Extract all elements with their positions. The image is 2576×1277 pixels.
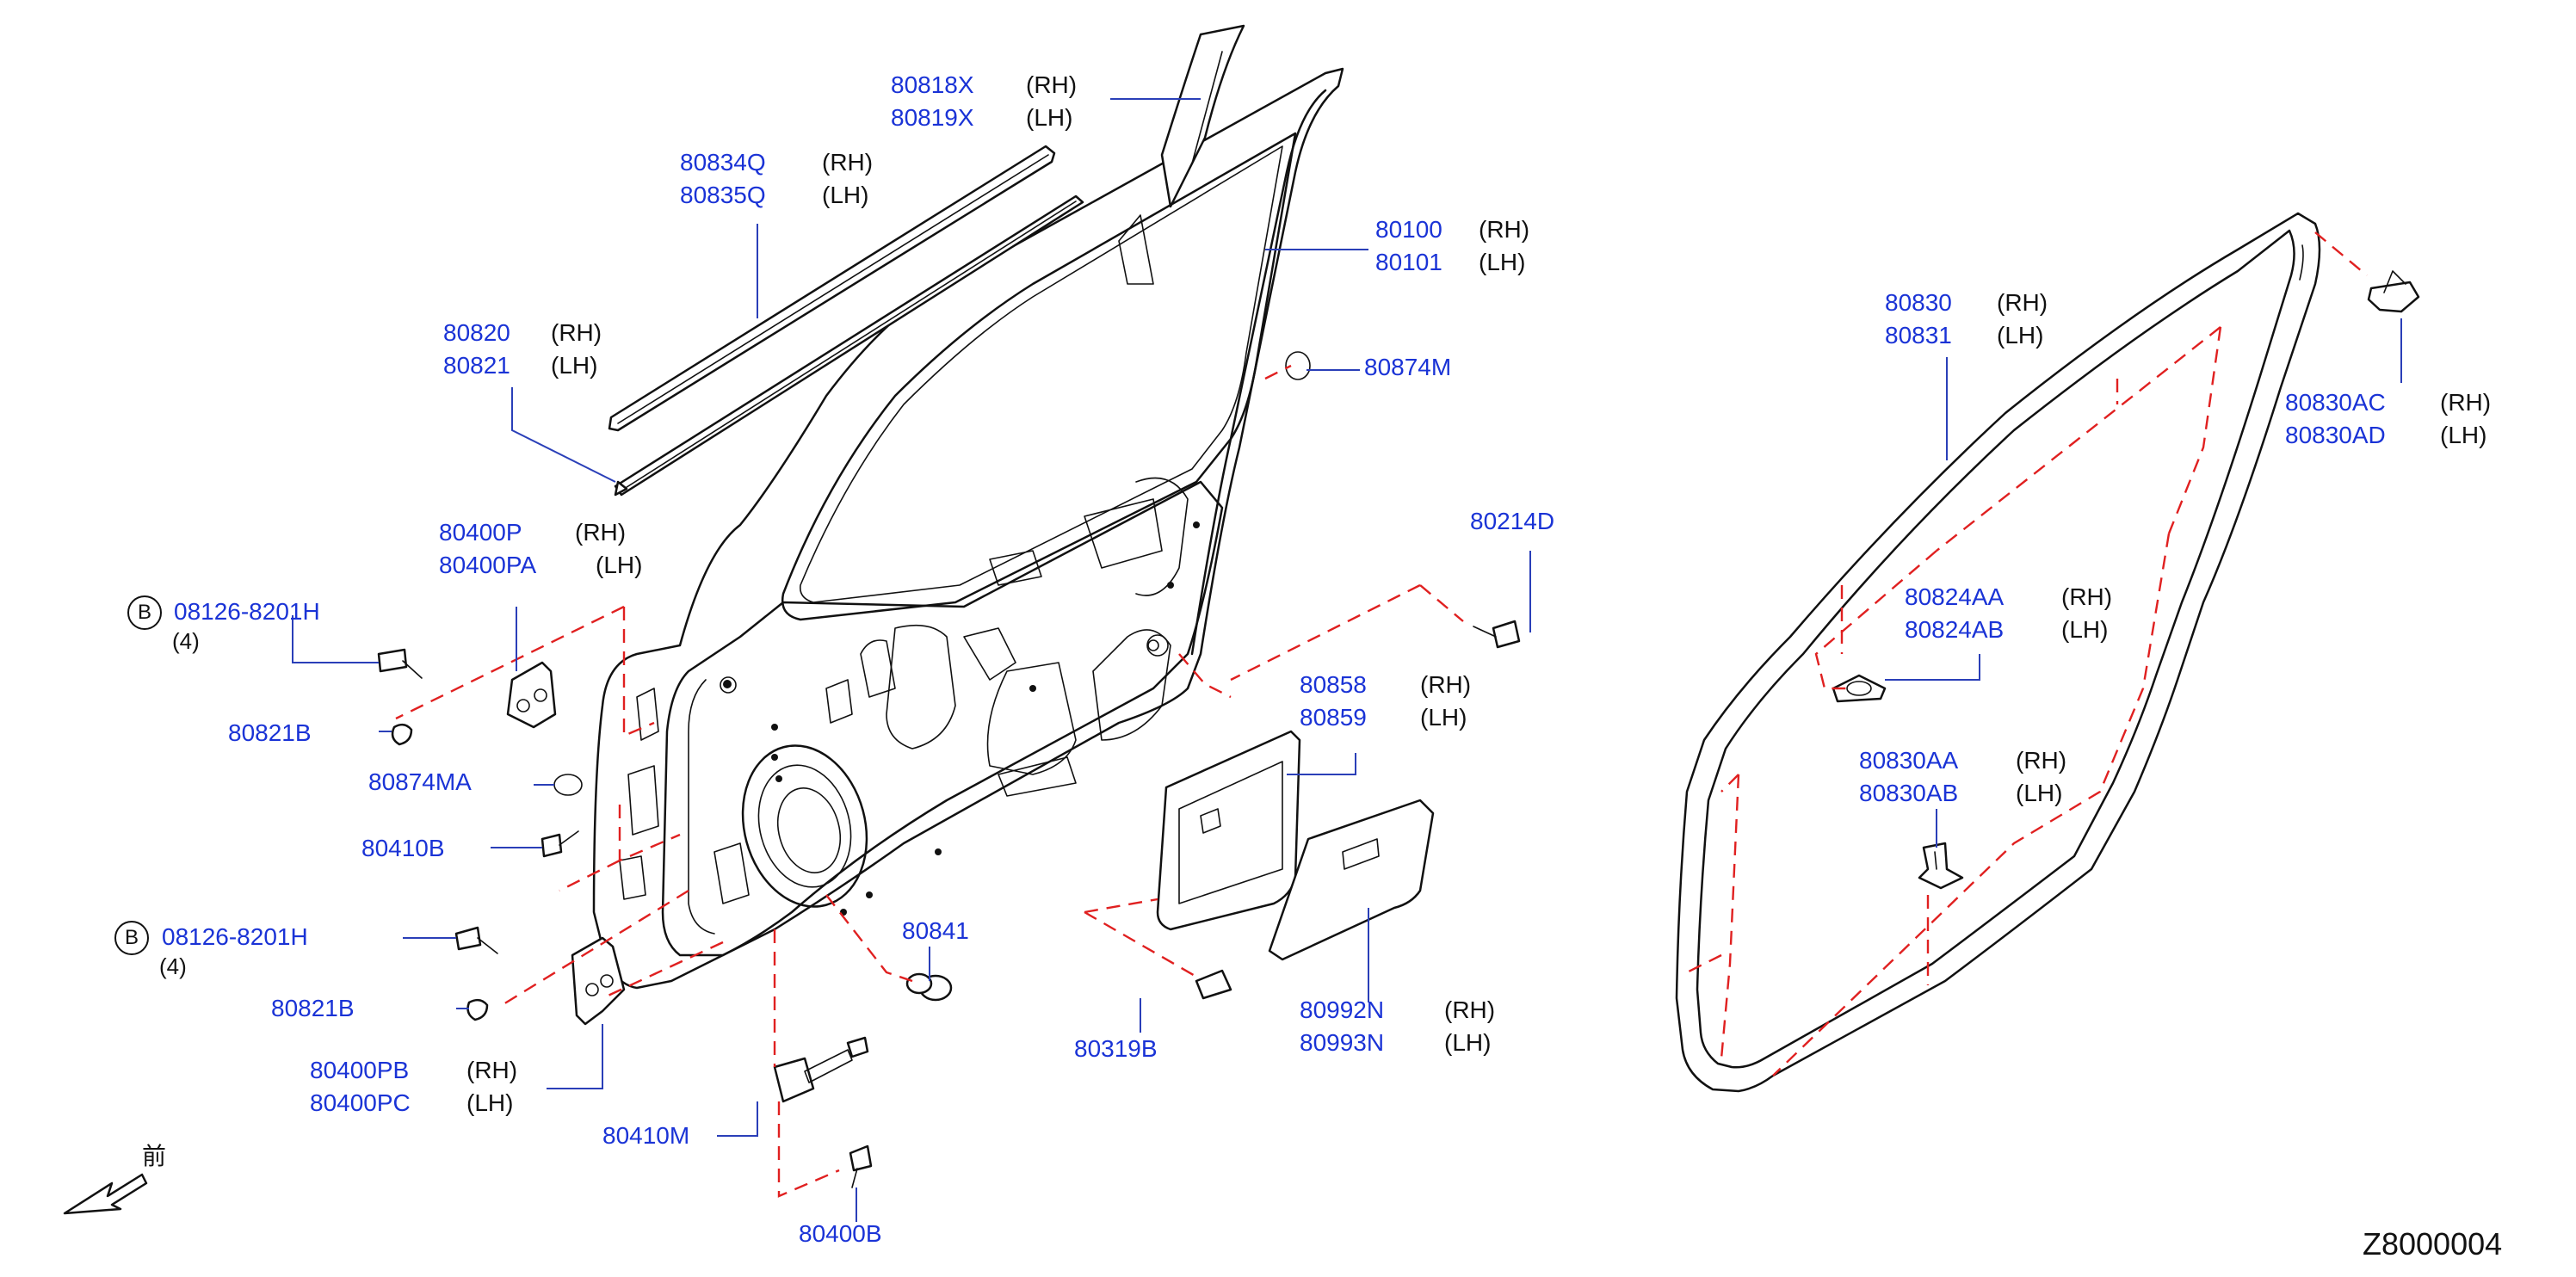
quantity-label: (4) bbox=[159, 953, 187, 979]
part-number-80830[interactable]: 80830 bbox=[1885, 289, 1952, 316]
part-number-80400PC[interactable]: 80400PC bbox=[310, 1089, 411, 1116]
front-direction-arrow bbox=[63, 1173, 148, 1215]
side-label: (RH) bbox=[2440, 389, 2492, 416]
part-number-80821B[interactable]: 80821B bbox=[228, 719, 312, 746]
side-label: (RH) bbox=[1420, 671, 1472, 698]
part-number-08126-8201H[interactable]: 08126-8201H bbox=[174, 598, 320, 625]
part-number-80410M[interactable]: 80410M bbox=[602, 1122, 690, 1149]
grommet-80841 bbox=[905, 972, 933, 995]
part-number-80835Q[interactable]: 80835Q bbox=[680, 182, 766, 208]
belt-moulding-parts bbox=[608, 145, 1084, 497]
part-number-80830AD[interactable]: 80830AD bbox=[2285, 422, 2386, 448]
part-number-80874M[interactable]: 80874M bbox=[1364, 354, 1452, 380]
part-number-80824AA[interactable]: 80824AA bbox=[1905, 583, 2005, 610]
part-number-80993N[interactable]: 80993N bbox=[1300, 1029, 1385, 1056]
trim-panels bbox=[1156, 730, 1435, 1000]
side-label: (LH) bbox=[2016, 780, 2063, 806]
part-number-80834Q[interactable]: 80834Q bbox=[680, 149, 766, 176]
part-number-80820[interactable]: 80820 bbox=[443, 319, 510, 346]
side-label: (LH) bbox=[551, 352, 598, 379]
part-number-80319B[interactable]: 80319B bbox=[1074, 1035, 1158, 1062]
part-number-80831[interactable]: 80831 bbox=[1885, 322, 1952, 349]
diagram-code: Z8000004 bbox=[2363, 1226, 2503, 1262]
door-check bbox=[773, 1036, 869, 1103]
side-label: (LH) bbox=[822, 182, 869, 208]
front-direction-label: 前 bbox=[142, 1143, 167, 1169]
side-label: (RH) bbox=[1997, 289, 2048, 316]
part-number-80858[interactable]: 80858 bbox=[1300, 671, 1367, 698]
side-label: (LH) bbox=[1420, 704, 1467, 731]
side-label: (RH) bbox=[822, 149, 874, 176]
badge-b: B bbox=[127, 595, 162, 630]
part-number-80830AB[interactable]: 80830AB bbox=[1859, 780, 1959, 806]
part-number-80400P[interactable]: 80400P bbox=[439, 519, 522, 546]
side-label: (LH) bbox=[1026, 104, 1073, 131]
part-number-80100[interactable]: 80100 bbox=[1375, 216, 1442, 243]
side-label: (RH) bbox=[466, 1057, 518, 1083]
part-number-80101[interactable]: 80101 bbox=[1375, 249, 1442, 275]
quantity-label: (4) bbox=[172, 628, 200, 654]
door-weatherstrip bbox=[1675, 212, 2321, 1093]
lower-hinge bbox=[571, 936, 626, 1026]
part-number-08126-8201H[interactable]: 08126-8201H bbox=[162, 923, 308, 950]
side-label: (LH) bbox=[1479, 249, 1526, 275]
part-number-80992N[interactable]: 80992N bbox=[1300, 996, 1385, 1023]
dashed-location-lines bbox=[395, 231, 2368, 1198]
side-label: (RH) bbox=[1444, 996, 1496, 1023]
part-number-80821[interactable]: 80821 bbox=[443, 352, 510, 379]
part-number-80400PB[interactable]: 80400PB bbox=[310, 1057, 410, 1083]
side-label: (RH) bbox=[1479, 216, 1530, 243]
part-number-80824AB[interactable]: 80824AB bbox=[1905, 616, 2005, 643]
weatherstrip-clips bbox=[1832, 270, 2420, 890]
badge-b: B bbox=[114, 921, 149, 955]
part-number-80874MA[interactable]: 80874MA bbox=[368, 768, 472, 795]
part-number-80818X[interactable]: 80818X bbox=[891, 71, 974, 98]
side-label: (LH) bbox=[466, 1089, 514, 1116]
part-number-80400PA[interactable]: 80400PA bbox=[439, 552, 537, 578]
part-number-80830AC[interactable]: 80830AC bbox=[2285, 389, 2386, 416]
part-number-80214D[interactable]: 80214D bbox=[1470, 508, 1555, 534]
part-number-80841[interactable]: 80841 bbox=[902, 917, 969, 944]
leader-lines bbox=[292, 98, 2402, 1222]
part-number-80819X[interactable]: 80819X bbox=[891, 104, 974, 131]
side-label: (LH) bbox=[1997, 322, 2044, 349]
side-label: (RH) bbox=[1026, 71, 1078, 98]
part-number-80830AA[interactable]: 80830AA bbox=[1859, 747, 1959, 774]
side-label: (RH) bbox=[2016, 747, 2067, 774]
side-label: (RH) bbox=[575, 519, 627, 546]
part-number-80410B[interactable]: 80410B bbox=[361, 835, 445, 861]
side-label: (LH) bbox=[1444, 1029, 1492, 1056]
side-label: (LH) bbox=[2440, 422, 2487, 448]
side-label: (LH) bbox=[2061, 616, 2109, 643]
side-label: (RH) bbox=[2061, 583, 2113, 610]
part-number-80400B[interactable]: 80400B bbox=[799, 1220, 882, 1247]
bolts bbox=[377, 351, 1521, 1188]
part-number-80859[interactable]: 80859 bbox=[1300, 704, 1367, 731]
door-shell bbox=[592, 24, 1344, 990]
side-label: (LH) bbox=[596, 552, 643, 578]
part-number-80821B[interactable]: 80821B bbox=[271, 995, 355, 1021]
side-label: (RH) bbox=[551, 319, 602, 346]
upper-hinge bbox=[506, 661, 557, 729]
